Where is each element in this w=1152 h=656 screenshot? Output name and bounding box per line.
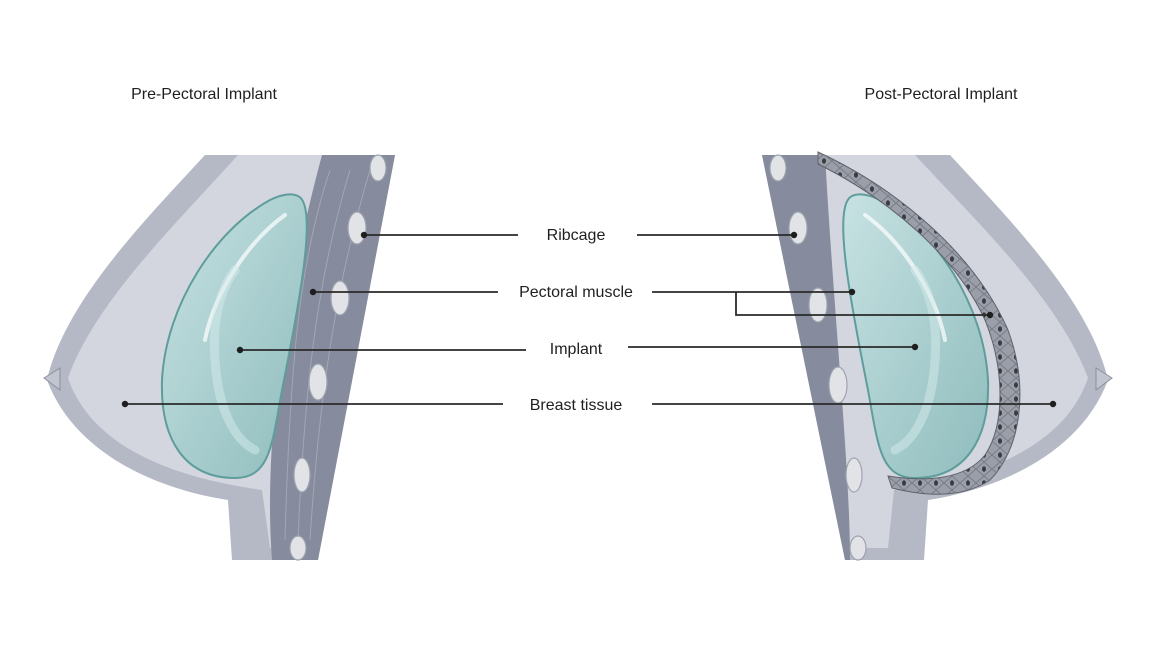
right-implant-sheen <box>890 265 941 455</box>
left-implant <box>160 193 308 480</box>
left-title: Pre-Pectoral Implant <box>131 86 277 103</box>
pre-pectoral-illustration <box>43 154 395 561</box>
right-pectoral-muscle <box>817 151 1021 495</box>
right-rib <box>845 457 863 493</box>
right-ribcage <box>769 154 867 561</box>
leader-dot <box>121 400 129 408</box>
right-rib <box>769 154 787 182</box>
leader-pectoral-right-branch <box>735 292 990 316</box>
right-rib <box>788 211 808 245</box>
right-rib <box>808 287 828 323</box>
left-rib <box>293 457 311 493</box>
left-nipple <box>43 367 61 391</box>
right-nipple <box>1095 367 1113 391</box>
label-breast-tissue: Breast tissue <box>530 397 623 414</box>
right-rib <box>828 366 848 404</box>
label-ribcage: Ribcage <box>547 227 606 244</box>
leader-dot <box>986 311 994 319</box>
leader-dot <box>309 288 317 296</box>
left-rib <box>308 363 328 401</box>
leader-dot <box>236 346 244 354</box>
leader-dot <box>360 231 368 239</box>
left-rib <box>369 154 387 182</box>
right-chest-wall <box>762 155 850 560</box>
leader-dot <box>790 231 798 239</box>
leader-lines <box>121 231 1057 408</box>
right-rib <box>849 535 867 561</box>
leader-dot <box>911 343 919 351</box>
label-pectoral-muscle: Pectoral muscle <box>519 284 633 301</box>
leader-dot <box>848 288 856 296</box>
leader-dot <box>1049 400 1057 408</box>
left-rib <box>289 535 307 561</box>
right-title: Post-Pectoral Implant <box>865 86 1019 103</box>
label-implant: Implant <box>550 341 603 358</box>
left-rib <box>347 211 367 245</box>
left-implant-sheen <box>209 265 260 455</box>
left-rib <box>330 280 350 316</box>
post-pectoral-illustration <box>762 151 1113 561</box>
